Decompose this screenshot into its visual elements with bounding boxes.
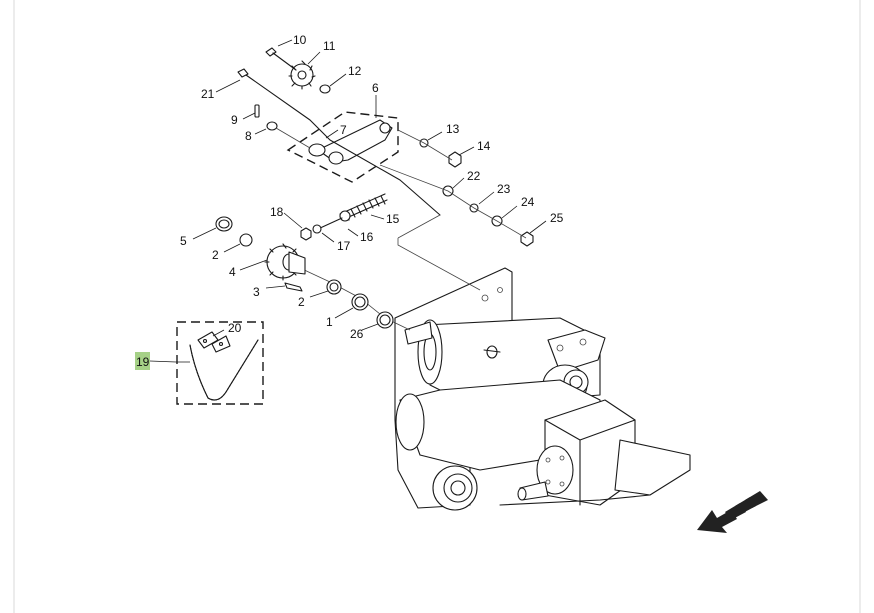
callout-3: 3 — [253, 285, 260, 299]
input-shaft — [404, 321, 433, 345]
callout-4: 4 — [229, 265, 236, 279]
eyebolt-16-rod — [317, 217, 343, 230]
tensioner-arm-group — [286, 111, 399, 183]
callout-16: 16 — [360, 230, 374, 244]
callout-25: 25 — [550, 211, 564, 225]
callout-19: 19 — [136, 355, 150, 369]
eyebolt-16-eye — [339, 210, 351, 222]
callout-20: 20 — [228, 321, 242, 335]
callout-9: 9 — [231, 113, 238, 127]
callout-23: 23 — [497, 182, 511, 196]
callout-numbers: 10 11 12 6 21 9 8 7 13 14 22 23 24 25 15… — [136, 33, 564, 369]
key-3 — [284, 282, 303, 292]
callout-5: 5 — [180, 234, 187, 248]
callout-13: 13 — [446, 122, 460, 136]
bearing-26 — [376, 311, 394, 329]
callout-11: 11 — [323, 39, 336, 53]
pin-9 — [254, 104, 260, 118]
callout-18: 18 — [270, 205, 284, 219]
roller-chain-19 — [189, 339, 259, 401]
bolt-21-axis — [245, 74, 441, 216]
callout-6: 6 — [372, 81, 379, 95]
callout-22: 22 — [467, 169, 481, 183]
callout-10: 10 — [293, 33, 307, 47]
callout-15: 15 — [386, 212, 400, 226]
callout-17: 17 — [337, 239, 351, 253]
callout-24: 24 — [521, 195, 535, 209]
drive-sprocket-4 — [264, 243, 306, 281]
callout-2b: 2 — [298, 295, 305, 309]
bolt-10-shank — [272, 52, 297, 71]
callout-7: 7 — [340, 123, 347, 137]
washer-2b — [326, 279, 342, 295]
washer-17 — [312, 224, 322, 234]
tensioner-bushing — [328, 151, 344, 165]
spacer-7 — [308, 143, 326, 157]
grease-fitting — [486, 345, 498, 359]
gearbox-frame-assembly — [394, 267, 691, 511]
callout-8: 8 — [245, 129, 252, 143]
bolt-10-head — [265, 47, 277, 57]
callout-1: 1 — [326, 315, 333, 329]
washer-2a — [239, 233, 253, 247]
callout-12: 12 — [348, 64, 362, 78]
chain-dashed-box — [176, 321, 264, 405]
nut-14 — [448, 151, 462, 168]
callout-26: 26 — [350, 327, 364, 341]
tensioner-dashed-box — [286, 111, 399, 183]
travel-direction-arrow-icon — [697, 491, 768, 533]
idler-sprocket-11 — [288, 60, 316, 90]
callout-2a: 2 — [212, 248, 219, 262]
right-extension-tube — [614, 439, 691, 496]
spacer-12 — [319, 84, 331, 94]
snap-ring-5 — [215, 216, 233, 232]
nut-18 — [300, 227, 312, 241]
bushing-1 — [351, 293, 369, 311]
assembly-axis-line — [397, 214, 481, 291]
washer-8 — [266, 121, 278, 131]
nut-25 — [520, 231, 534, 247]
callout-14: 14 — [477, 139, 491, 153]
leader-lines — [149, 39, 547, 363]
part-19-highlight — [135, 352, 150, 370]
lower-tube-end — [395, 393, 425, 451]
callout-21: 21 — [201, 87, 215, 101]
